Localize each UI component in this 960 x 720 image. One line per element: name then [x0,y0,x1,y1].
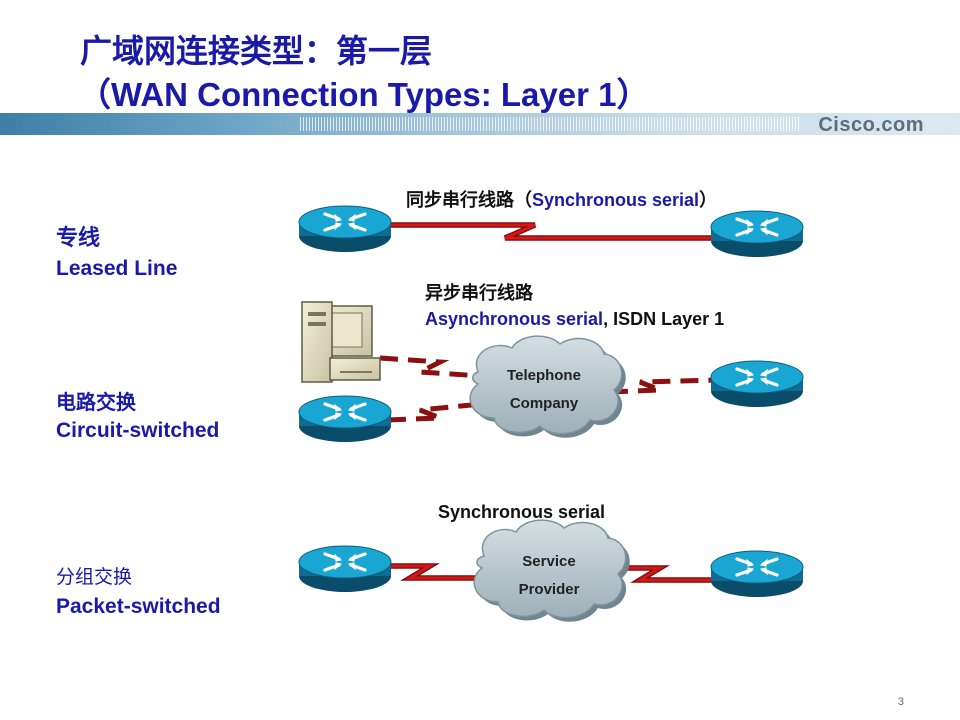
async-serial-label-zh: 异步串行线路 [425,283,533,303]
computer-icon [301,301,381,383]
page-number: 3 [897,696,904,708]
service-cloud-label: Service Provider [489,548,609,604]
dialup-line-router [387,401,483,423]
packet-switched-label-zh: 分组交换 [56,566,133,588]
router-icon [297,544,393,594]
router-icon [297,204,393,254]
router-icon [709,549,805,599]
router-icon [297,394,393,444]
sync-serial-en: Synchronous serial [532,190,700,210]
telephone-cloud-line2: Company [509,395,579,412]
circuit-switched-label-zh: 电路交换 [56,390,136,414]
circuit-switched-label-en: Circuit-switched [56,419,220,442]
dialup-line-right [609,377,721,395]
page-title-english: （WAN Connection Types: Layer 1） [78,76,650,113]
telephone-cloud-label: Telephone Company [484,362,604,418]
telephone-cloud-line1: Telephone [507,367,581,384]
router-icon [709,209,805,259]
leased-line-connection [390,222,730,241]
packet-link-left [390,563,490,581]
page-title-chinese: 广域网连接类型：第一层 [80,32,433,70]
service-provider-cloud [473,519,630,622]
leased-line-label-en: Leased Line [56,257,178,280]
leased-line-label-zh: 专线 [56,226,101,251]
cisco-logo: Cisco.com [818,114,924,136]
packet-switched-label-en: Packet-switched [56,595,221,618]
dialup-line-pc [379,355,483,379]
async-serial-en: Asynchronous serial [425,309,604,329]
async-serial-label: Asynchronous serial, ISDN Layer 1 [425,309,724,330]
sync-serial-close: ） [699,190,718,210]
isdn-layer1-text: , ISDN Layer 1 [603,309,725,329]
packet-link-right [600,565,720,583]
sync-serial-zh: 同步串行线路（ [406,190,532,210]
service-cloud-line1: Service [522,553,576,570]
packet-sync-serial-label: Synchronous serial [438,502,606,522]
sync-serial-label: 同步串行线路（Synchronous serial） [406,186,717,212]
header-stripe-pattern [300,117,800,131]
router-icon [709,359,805,409]
telephone-company-cloud [469,335,626,438]
service-cloud-line2: Provider [518,581,580,598]
